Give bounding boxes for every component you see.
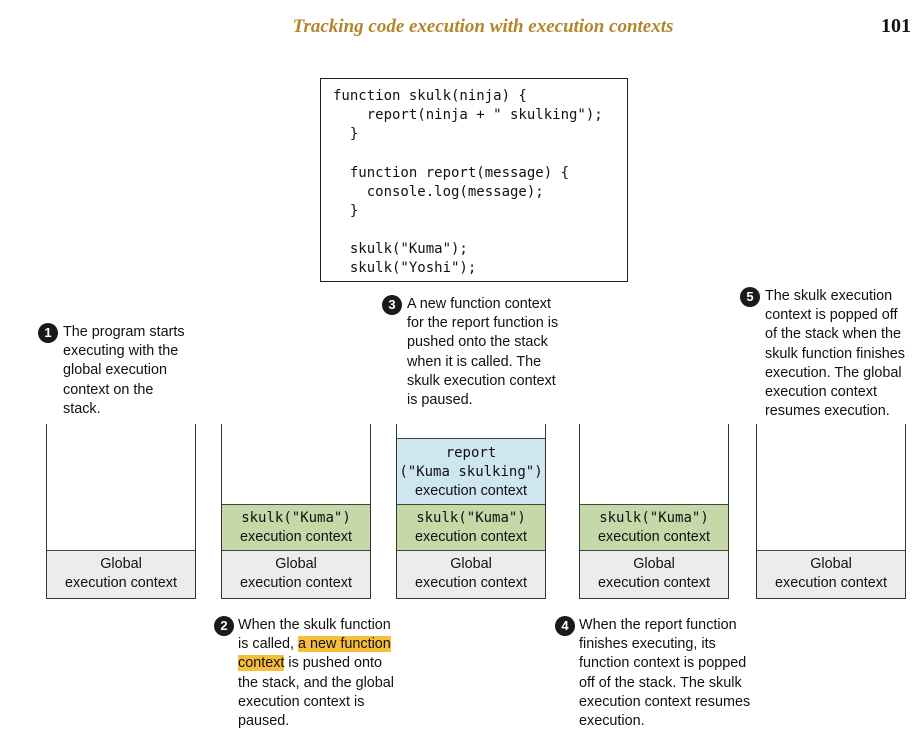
callout-line: of the stack when the [765,326,901,343]
context-label: execution context [598,529,710,545]
context-label: ("Kuma skulking") [399,464,543,480]
callout-line: execution. The global [765,364,902,381]
callout-line: The program starts [63,324,185,340]
global-execution-context: Global execution context [757,550,905,598]
callout-number-2: 2 [214,616,234,636]
callout-number-5: 5 [740,287,760,307]
callout-line: is paused. [407,391,473,408]
stack-3: report ("Kuma skulking") execution conte… [396,424,546,599]
context-label: report [445,445,497,461]
context-label: Global [810,556,852,572]
skulk-execution-context: skulk("Kuma") execution context [397,504,545,550]
callout-line: execution context is [238,693,365,710]
code-line: function skulk(ninja) { [333,88,527,104]
callout-number-1: 1 [38,323,58,343]
stack-1: Global execution context [46,424,196,599]
callout-4-text: When the report function finishes execut… [579,616,750,731]
code-line: } [333,203,359,219]
code-line: skulk("Kuma"); [333,241,468,257]
callout-number-3: 3 [382,295,402,315]
page-number: 101 [881,15,911,37]
code-line: function report(message) { [333,165,570,181]
context-label: Global [100,556,142,572]
context-label: skulk("Kuma") [599,510,709,526]
context-label: skulk("Kuma") [416,510,526,526]
context-label: execution context [65,575,177,591]
callout-line: The skulk execution [765,288,893,304]
callout-1-text: The program starts executing with the gl… [63,323,185,419]
callout-line: When the report function [579,617,737,633]
callout-line: pushed onto the stack [407,334,548,351]
skulk-execution-context: skulk("Kuma") execution context [580,504,728,550]
code-line: } [333,126,359,142]
callout-number-4: 4 [555,616,575,636]
context-label: execution context [415,529,527,545]
callout-line: When the skulk function [238,617,391,633]
running-header-title: Tracking code execution with execution c… [292,16,674,37]
context-label: Global [450,556,492,572]
highlighted-text: a new function [298,636,391,653]
callout-line: for the report function is [407,315,559,332]
callout-text: is pushed onto [284,655,383,672]
callout-line: execution context resumes [579,693,751,710]
global-execution-context: Global execution context [580,550,728,598]
code-line: console.log(message); [333,184,544,200]
stack-4: skulk("Kuma") execution context Global e… [579,424,729,599]
callout-line: when it is called. The [407,353,542,370]
callout-line: function context is popped [579,655,747,672]
callout-line: A new function context [407,296,551,312]
callout-line: context is popped off [765,307,898,324]
callout-line: finishes executing, its [579,636,716,653]
context-label: execution context [240,529,352,545]
context-label: Global [275,556,317,572]
context-label: skulk("Kuma") [241,510,351,526]
stack-5: Global execution context [756,424,906,599]
callout-line: skulk execution context [407,372,556,389]
stack-2: skulk("Kuma") execution context Global e… [221,424,371,599]
callout-line: context on the [63,381,154,398]
context-label: execution context [598,575,710,591]
context-label: execution context [240,575,352,591]
code-line: report(ninja + " skulking"); [333,107,603,123]
callout-line: global execution [63,362,168,379]
callout-line: context is pushed onto [238,654,394,673]
callout-line: the stack, and the global [238,674,395,691]
callout-line: skulk function finishes [765,345,905,362]
callout-line: execution context [765,383,877,400]
global-execution-context: Global execution context [397,550,545,598]
highlighted-text: context [238,655,285,672]
callout-line: is called, a new function [238,635,394,654]
callout-line: execution. [579,712,645,729]
global-execution-context: Global execution context [222,550,370,598]
context-label: Global [633,556,675,572]
callout-line: stack. [63,400,101,417]
context-label: execution context [775,575,887,591]
context-label: execution context [415,575,527,591]
global-execution-context: Global execution context [47,550,195,598]
callout-line: paused. [238,712,290,729]
callout-3-text: A new function context for the report fu… [407,295,558,410]
context-label: execution context [415,483,527,499]
report-execution-context: report ("Kuma skulking") execution conte… [397,438,545,504]
callout-5-text: The skulk execution context is popped of… [765,287,905,421]
callout-text: is called, [238,636,298,653]
callout-line: executing with the [63,343,179,360]
code-line: skulk("Yoshi"); [333,260,477,276]
code-listing: function skulk(ninja) { report(ninja + "… [320,78,628,282]
callout-2-text: When the skulk function is called, a new… [238,616,394,731]
callout-line: off of the stack. The skulk [579,674,742,691]
callout-line: resumes execution. [765,403,890,420]
skulk-execution-context: skulk("Kuma") execution context [222,504,370,550]
